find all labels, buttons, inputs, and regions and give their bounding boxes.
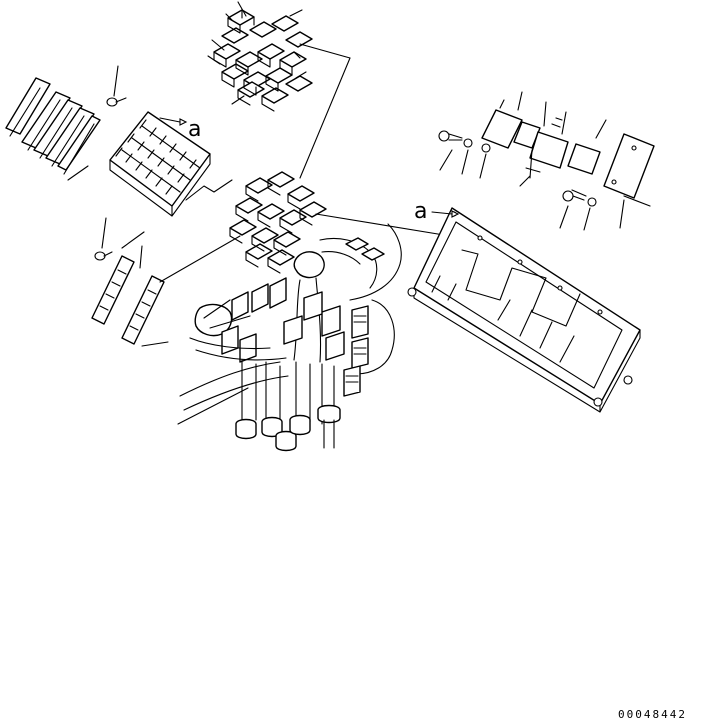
control-module-group [438,91,655,231]
relay-cluster-center [229,171,451,274]
fuse-box [109,111,233,217]
bracket-pair [91,217,241,347]
mounting-plate [407,207,641,413]
relay-cluster-top [207,1,351,112]
ref-label-a-right: a [414,199,427,224]
ref-label-a-left: a [188,117,201,142]
part-number: 00048442 [618,708,687,721]
screw-icon [106,65,127,107]
leader-line-top [299,57,351,179]
fuse-cover-left [5,77,101,181]
wiring-harness [177,223,402,452]
